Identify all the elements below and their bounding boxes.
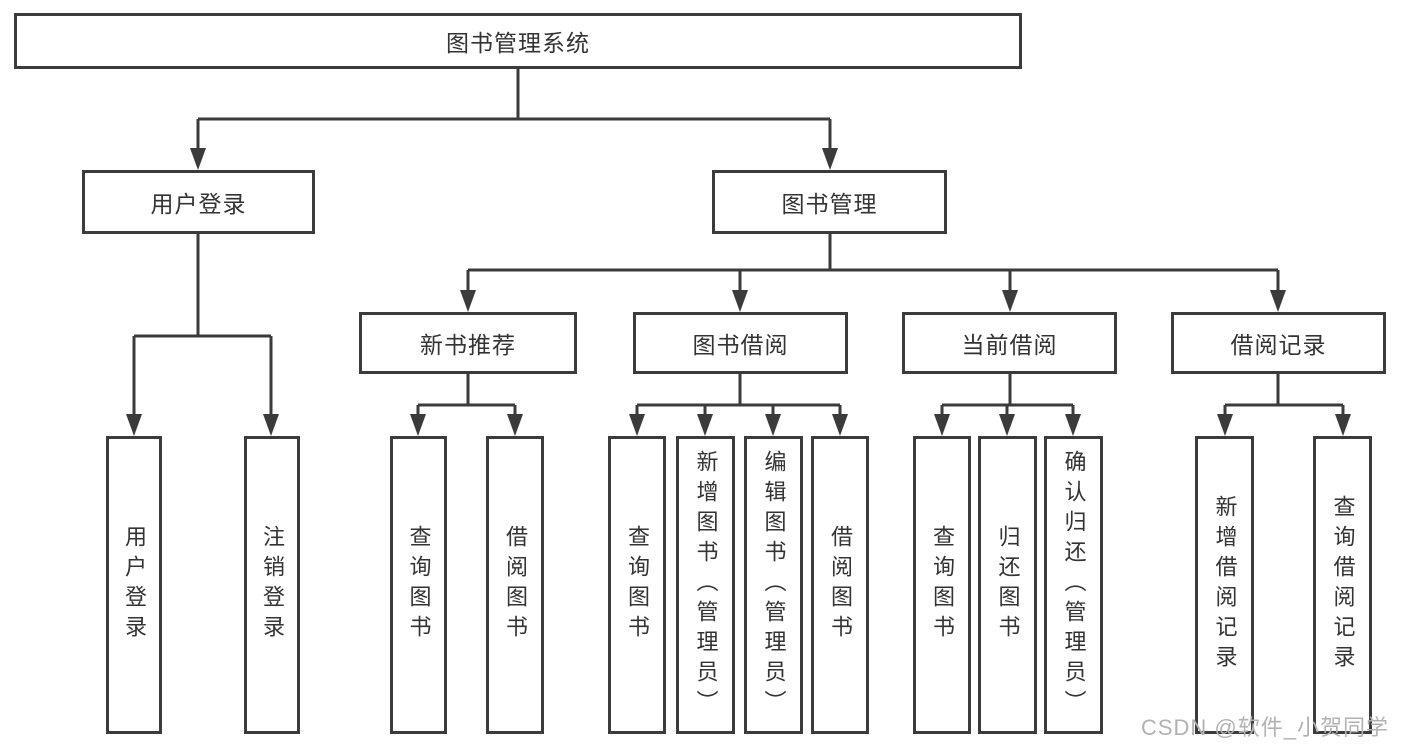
leaf-borrow-books: 借阅图书 — [811, 436, 869, 734]
leaf-logout: 注销登录 — [244, 436, 300, 734]
leaf-query-borrow-record: 查询借阅记录 — [1313, 436, 1372, 734]
leaf-return-books: 归还图书 — [978, 436, 1037, 734]
node-user-login: 用户登录 — [82, 170, 315, 234]
leaf-confirm-return-admin: 确认归还（管理员） — [1044, 436, 1103, 734]
leaf-query-books-borrow: 查询图书 — [608, 436, 666, 734]
leaf-query-books-current: 查询图书 — [913, 436, 971, 734]
node-new-book-recommend: 新书推荐 — [359, 312, 577, 374]
node-library-system: 图书管理系统 — [14, 13, 1022, 69]
node-current-borrow: 当前借阅 — [902, 312, 1117, 374]
node-book-management: 图书管理 — [712, 170, 947, 234]
connector-segments — [132, 68, 1345, 418]
leaf-add-borrow-record: 新增借阅记录 — [1195, 436, 1254, 734]
leaf-edit-books-admin: 编辑图书（管理员） — [744, 436, 803, 734]
arrowheads — [126, 148, 1351, 436]
leaf-add-books-admin: 新增图书（管理员） — [676, 436, 735, 734]
node-book-borrow: 图书借阅 — [633, 312, 848, 374]
watermark: CSDN @软件_小贺同学 — [1140, 715, 1389, 740]
leaf-query-books-recommend: 查询图书 — [390, 436, 447, 734]
leaf-borrow-books-recommend: 借阅图书 — [486, 436, 544, 734]
node-borrow-records: 借阅记录 — [1171, 312, 1386, 374]
leaf-user-login: 用户登录 — [106, 436, 162, 734]
